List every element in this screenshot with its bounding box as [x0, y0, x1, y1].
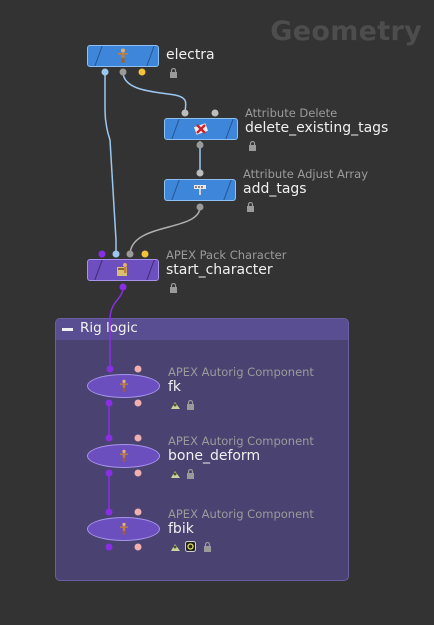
- node-type-fbik: APEX Autorig Component: [168, 507, 314, 521]
- input-port[interactable]: [181, 109, 189, 117]
- attribute-adjust-array-icon: [192, 182, 208, 198]
- output-port[interactable]: [119, 68, 127, 76]
- output-port[interactable]: [119, 283, 127, 291]
- output-port[interactable]: [134, 543, 142, 551]
- node-name-fbik[interactable]: fbik: [168, 521, 194, 537]
- output-port[interactable]: [196, 141, 204, 149]
- input-port[interactable]: [134, 508, 142, 516]
- output-port[interactable]: [105, 469, 113, 477]
- node-type-bone-deform: APEX Autorig Component: [168, 434, 314, 448]
- lock-icon[interactable]: [247, 140, 258, 151]
- pack-character-icon: [115, 262, 131, 278]
- lock-icon[interactable]: [168, 67, 179, 78]
- wire-add-tags-to-start-character: [129, 206, 201, 256]
- input-port[interactable]: [126, 250, 134, 258]
- lock-icon[interactable]: [185, 399, 196, 410]
- node-name-electra[interactable]: electra: [166, 47, 215, 63]
- character-figure-icon: [117, 379, 131, 393]
- input-port[interactable]: [134, 365, 142, 373]
- wire-start-character-to-fk: [109, 286, 124, 369]
- node-name-start-character[interactable]: start_character: [166, 262, 273, 278]
- input-port[interactable]: [105, 434, 113, 442]
- node-electra[interactable]: [87, 45, 159, 67]
- node-fk[interactable]: [87, 374, 160, 398]
- node-add-tags[interactable]: [164, 179, 236, 201]
- node-name-delete-existing-tags[interactable]: delete_existing_tags: [245, 120, 389, 136]
- display-flag-icon[interactable]: [185, 541, 196, 552]
- output-port[interactable]: [134, 469, 142, 477]
- lock-icon[interactable]: [185, 468, 196, 479]
- context-title: Geometry: [270, 16, 422, 47]
- node-name-add-tags[interactable]: add_tags: [243, 181, 307, 197]
- node-bone-deform[interactable]: [87, 444, 160, 468]
- output-port[interactable]: [138, 68, 146, 76]
- network-box-header[interactable]: Rig logic: [56, 319, 348, 340]
- node-type-fk: APEX Autorig Component: [168, 365, 314, 379]
- rig-badge-icon[interactable]: [170, 399, 181, 410]
- output-port[interactable]: [105, 399, 113, 407]
- node-name-fk[interactable]: fk: [168, 379, 182, 395]
- output-port[interactable]: [105, 543, 113, 551]
- input-port[interactable]: [196, 169, 204, 177]
- character-figure-icon: [115, 48, 131, 64]
- node-delete-existing-tags[interactable]: [164, 118, 238, 140]
- node-type-delete-existing-tags: Attribute Delete: [245, 106, 338, 120]
- input-port[interactable]: [134, 434, 142, 442]
- character-figure-icon: [117, 522, 131, 536]
- network-box-label: Rig logic: [80, 320, 138, 336]
- input-port[interactable]: [105, 508, 113, 516]
- output-port[interactable]: [196, 203, 204, 211]
- rig-badge-icon[interactable]: [170, 541, 181, 552]
- lock-icon[interactable]: [202, 541, 213, 552]
- node-name-bone-deform[interactable]: bone_deform: [168, 448, 261, 464]
- input-port[interactable]: [112, 250, 120, 258]
- node-type-start-character: APEX Pack Character: [166, 248, 287, 262]
- wire-electra-to-start-character: [104, 72, 117, 255]
- node-type-add-tags: Attribute Adjust Array: [243, 167, 369, 181]
- output-port[interactable]: [101, 68, 109, 76]
- input-port[interactable]: [98, 250, 106, 258]
- collapse-minus-icon[interactable]: [62, 328, 73, 331]
- output-port[interactable]: [134, 399, 142, 407]
- input-port[interactable]: [211, 109, 219, 117]
- attribute-delete-icon: [193, 121, 209, 137]
- input-port[interactable]: [106, 365, 114, 373]
- node-fbik[interactable]: [87, 517, 160, 541]
- node-start-character[interactable]: [87, 259, 159, 281]
- wire-electra-to-delete-tags: [122, 71, 187, 114]
- rig-badge-icon[interactable]: [170, 468, 181, 479]
- input-port[interactable]: [141, 250, 149, 258]
- lock-icon[interactable]: [168, 282, 179, 293]
- character-figure-icon: [117, 449, 131, 463]
- lock-icon[interactable]: [245, 201, 256, 212]
